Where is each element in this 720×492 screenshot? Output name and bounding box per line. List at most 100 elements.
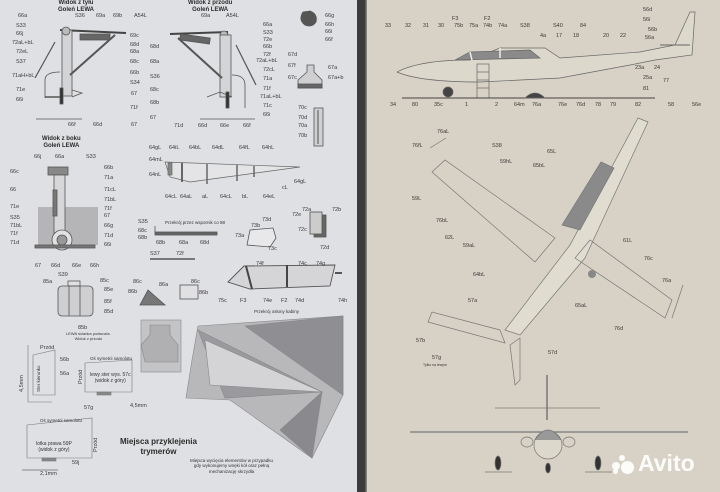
part-label: S35 (10, 215, 20, 221)
part-label: S33 (16, 23, 26, 29)
part-label: 4a (540, 33, 547, 39)
part-label: 72aL+bL (256, 58, 278, 64)
part-label: 66c (10, 169, 19, 175)
part-label: 71a (104, 175, 114, 181)
left-only-note: Tylko na lewym (423, 363, 447, 367)
part-label: 76bL (436, 218, 449, 224)
rear-gear-drawing (34, 26, 127, 120)
part-label: F3 (240, 298, 247, 304)
part-label: 68a (179, 240, 189, 246)
part-label: S37 (150, 251, 160, 257)
bracket-drawing (150, 226, 218, 260)
part-label: 32 (405, 23, 412, 29)
part-label: 66a (18, 13, 28, 19)
part-label: 58 (668, 102, 675, 108)
part-label: 56b (648, 27, 658, 33)
bracket-caption: Przekrój przez wspornik co 88 (165, 220, 226, 225)
part-label: 34 (390, 102, 397, 108)
part-label: 72f (263, 52, 271, 58)
part-label: 72aL+bL (12, 40, 34, 46)
part-label: 64hL (262, 145, 275, 151)
part-label: 71c (263, 103, 272, 109)
part-label: 69a (96, 13, 106, 19)
part-label: 64mL (149, 157, 163, 163)
avito-watermark-text: Avito (638, 450, 695, 476)
elevator-tab-name: lewy ster wys. 57c (widok z góry) (90, 372, 131, 384)
part-label: 70d (298, 115, 308, 121)
part-label: 72e (292, 212, 302, 218)
canopy-caption: Przekrój osłony kabiny (254, 309, 300, 314)
part-label: 71d (104, 233, 114, 239)
rudder-dimension: 4,5mm (19, 375, 25, 392)
part-label: 85f (104, 299, 112, 305)
part-label: 17 (556, 33, 563, 39)
part-label: 30 (438, 23, 445, 29)
part-label: 74a (498, 23, 508, 29)
part-label: 66a (55, 154, 65, 160)
part-label: S36 (150, 74, 160, 80)
part-label: 72cL (263, 67, 275, 73)
part-label: 86c (191, 279, 200, 285)
part-label: 72d (320, 245, 330, 251)
part-label: 64nL (149, 172, 162, 178)
part-label: 65aL (575, 303, 588, 309)
part-label: 64dL (212, 145, 225, 151)
side-gear-drawing (34, 166, 98, 251)
part-label: 71e (10, 204, 20, 210)
aileron-axis-label: Oś symetrii samolotu (40, 418, 83, 423)
elevator-axis-label: Oś symetrii samolotu (90, 356, 133, 361)
small-parts-drawing (297, 10, 324, 147)
part-label: 64fL (239, 145, 250, 151)
part-label: 2 (495, 102, 499, 108)
part-label: 75a (469, 23, 479, 29)
part-label: 70a (298, 123, 308, 129)
part-label: 56i (643, 17, 651, 23)
part-label: F2 (281, 298, 288, 304)
part-label: S38 (520, 23, 530, 29)
part-label: S33 (263, 30, 273, 36)
part-label: 81 (643, 86, 650, 92)
part-label: 64gL (294, 179, 307, 185)
part-label: 67 (150, 115, 157, 121)
part-label: 66d (198, 123, 208, 129)
part-label: 57b (416, 338, 426, 344)
part-label: 79 (610, 102, 617, 108)
part-label: 57a (468, 298, 478, 304)
right-page (365, 0, 720, 492)
parts-73-72-drawing (246, 211, 327, 248)
part-label: 66e (72, 263, 82, 269)
part-label: 66f (68, 122, 76, 128)
part-label: 65bL (533, 163, 546, 169)
part-label: 71f (104, 206, 112, 212)
aircraft-front-view (410, 375, 688, 474)
part-label: 76a (532, 102, 542, 108)
trim-tab-drawings (22, 345, 133, 471)
part-label: 68d (130, 42, 140, 48)
part-label: 76fL (412, 143, 423, 149)
part-label: F3 (452, 16, 459, 22)
part-label: 69c (130, 33, 139, 39)
part-label: 59L (412, 196, 422, 202)
part-label: 71d (10, 240, 20, 246)
part-label: 85d (104, 309, 114, 315)
part-label: 67a+b (328, 75, 344, 81)
part-label: 66b (104, 165, 114, 171)
part-label: 85e (104, 287, 114, 293)
part-label: 68b (138, 235, 148, 241)
part-label: 67 (131, 91, 138, 97)
part-label: 74e (263, 298, 273, 304)
part-label: 68b (156, 240, 166, 246)
part-label: 82 (635, 102, 642, 108)
part-label: 22 (620, 33, 627, 39)
wing-cutout-drawing (140, 315, 344, 459)
avito-watermark: Avito (612, 450, 695, 477)
part-label: 84 (580, 23, 587, 29)
part-label: 68c (150, 87, 159, 93)
part-label: 68b (150, 100, 160, 106)
part-label: A54L (226, 13, 239, 19)
part-label: 78 (595, 102, 602, 108)
part-label: 20 (603, 33, 610, 39)
part-label: 68a (150, 59, 160, 65)
part-label: 69a (201, 13, 211, 19)
part-label: 74g (316, 261, 326, 267)
